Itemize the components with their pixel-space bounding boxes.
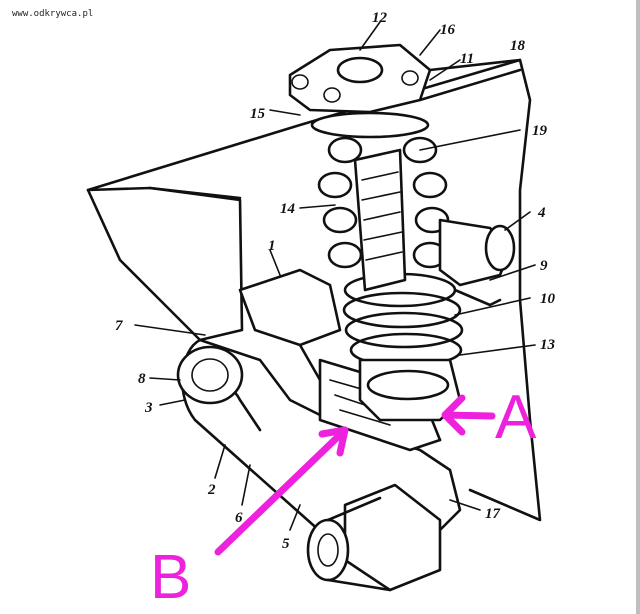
arrow-a-icon xyxy=(441,394,496,436)
ref-4: 4 xyxy=(537,205,546,221)
ref-10: 10 xyxy=(540,291,556,307)
ref-7: 7 xyxy=(115,318,123,334)
ref-3: 3 xyxy=(144,400,153,416)
ref-5: 5 xyxy=(282,536,290,552)
ref-13: 13 xyxy=(540,337,556,353)
callout-b: B xyxy=(150,426,349,612)
label-b: B xyxy=(150,543,191,612)
ref-2: 2 xyxy=(207,482,216,498)
ref-17: 17 xyxy=(485,506,501,522)
scrollbar[interactable] xyxy=(636,0,640,614)
leader-lines xyxy=(134,21,536,531)
ref-15: 15 xyxy=(250,106,266,122)
reference-numbers: 12 16 11 18 15 19 14 4 1 9 10 7 13 8 3 2… xyxy=(115,10,556,552)
ref-1: 1 xyxy=(268,238,276,254)
ref-6: 6 xyxy=(235,510,243,526)
watermark-text: www.odkrywca.pl xyxy=(12,9,94,19)
callout-a: A xyxy=(441,383,537,452)
ref-16: 16 xyxy=(440,22,456,38)
ref-18: 18 xyxy=(510,38,526,54)
ref-14: 14 xyxy=(280,201,296,217)
ref-9: 9 xyxy=(540,258,548,274)
ref-19: 19 xyxy=(532,123,548,139)
arrow-b-icon xyxy=(214,426,349,556)
ref-8: 8 xyxy=(138,371,146,387)
coil-spring xyxy=(342,272,464,422)
bushing xyxy=(306,483,442,592)
label-a: A xyxy=(495,383,537,452)
ref-12: 12 xyxy=(372,10,388,26)
top-mount xyxy=(288,43,522,139)
ref-11: 11 xyxy=(460,51,474,67)
side-component xyxy=(438,218,516,307)
shock-absorber xyxy=(317,136,450,292)
